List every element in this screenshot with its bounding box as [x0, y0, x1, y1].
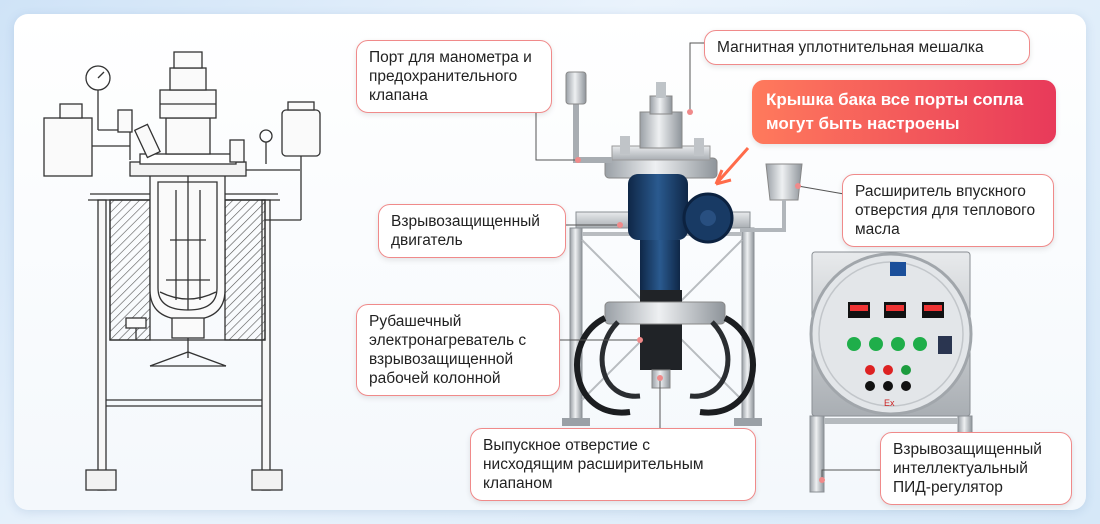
technical-drawing — [43, 51, 321, 491]
leader-lines — [535, 42, 884, 480]
callout-explosion-motor: Взрывозащищенный двигатель — [378, 204, 566, 258]
leader-dots — [575, 109, 825, 483]
callout-expander-inlet: Расширитель впускного отверстия для тепл… — [842, 174, 1054, 247]
callout-manometer-port: Порт для манометра и предохранительного … — [356, 40, 552, 113]
highlight-arrow — [714, 147, 750, 186]
callout-lid-ports: Крышка бака все порты сопла могут быть н… — [752, 80, 1056, 144]
callout-outlet-valve: Выпускное отверстие с нисходящим расшири… — [470, 428, 756, 501]
callout-magnetic-stirrer: Магнитная уплотнительная мешалка — [704, 30, 1030, 65]
ex-mark: Ex — [884, 398, 895, 408]
pid-cabinet: Ex — [809, 251, 973, 493]
callout-pid-controller: Взрывозащищенный интеллектуальный ПИД-ре… — [880, 432, 1072, 505]
callout-jacket-heater: Рубашечный электронагреватель с взрывоза… — [356, 304, 560, 396]
